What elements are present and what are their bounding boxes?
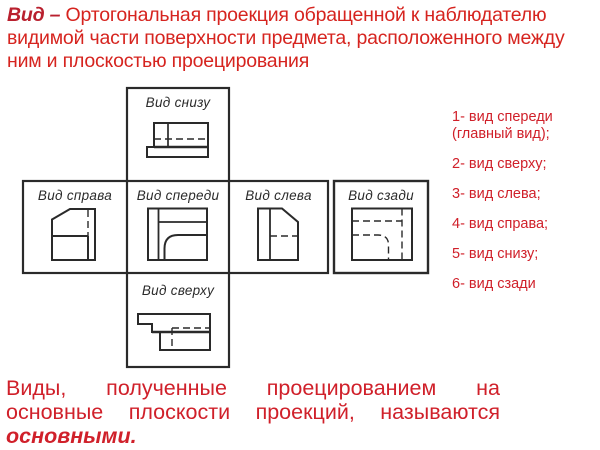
- footer-body: Виды, полученные проецированием на основ…: [6, 376, 500, 424]
- bottom-view-drawing: [146, 122, 209, 158]
- back-view-drawing: [351, 207, 413, 261]
- top-view-drawing: [137, 313, 211, 351]
- legend-item-2: 2- вид сверху;: [452, 156, 547, 172]
- legend-item-4: 4- вид справа;: [452, 216, 549, 232]
- left-view-drawing: [257, 207, 299, 261]
- diagram-frames: [21, 86, 430, 369]
- top-view-label: Вид сверху: [141, 283, 215, 298]
- front-view-drawing: [147, 207, 208, 261]
- legend-item-6: 6- вид сзади: [452, 276, 536, 292]
- right-view-label: Вид справа: [37, 188, 113, 203]
- bottom-view-label: Вид снизу: [145, 95, 211, 110]
- footer-statement: Виды, полученные проецированием на основ…: [6, 376, 500, 448]
- legend-item-5: 5- вид снизу;: [452, 246, 539, 262]
- front-view-label: Вид спереди: [136, 188, 220, 203]
- back-view-label: Вид сзади: [348, 188, 414, 203]
- legend-item-3: 3- вид слева;: [452, 186, 541, 202]
- left-view-label: Вид слева: [245, 188, 312, 203]
- legend-item-1: 1- вид спереди (главный вид);: [452, 109, 553, 142]
- definition-text: Вид – Ортогональная проекция обращенной …: [7, 4, 570, 73]
- definition-term: Вид –: [7, 4, 61, 26]
- right-view-drawing: [51, 208, 96, 261]
- views-legend: 1- вид спереди (главный вид); 2- вид све…: [452, 109, 600, 306]
- footer-emphasis: основными.: [6, 424, 137, 448]
- definition-body: Ортогональная проекция обращенной к набл…: [7, 4, 565, 72]
